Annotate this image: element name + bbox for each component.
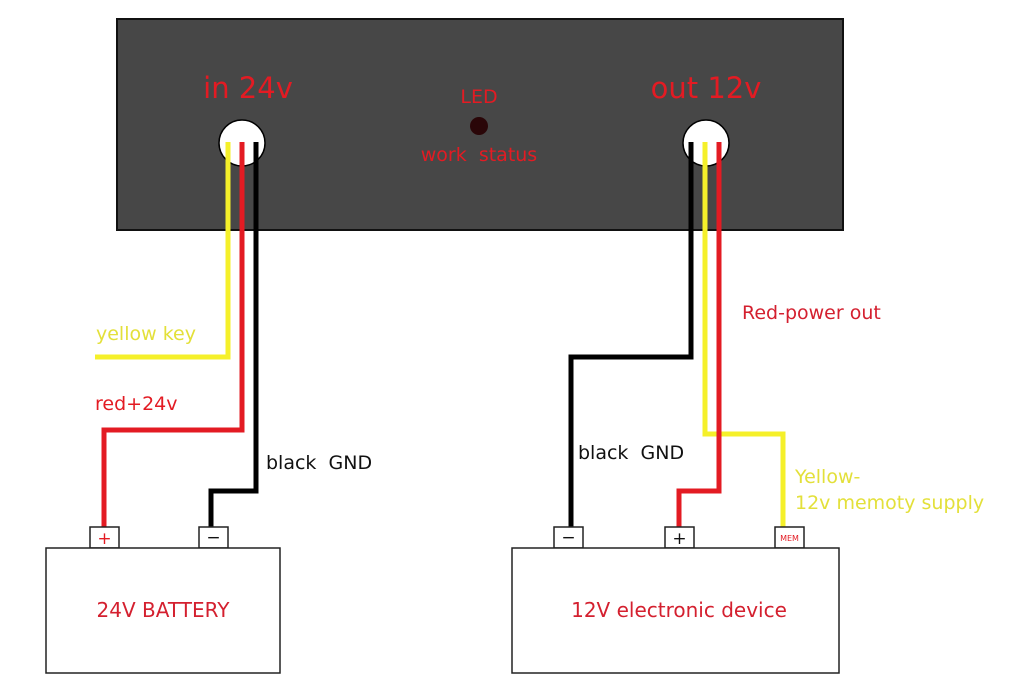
output-wire-yellow — [702, 142, 786, 528]
led-indicator — [470, 117, 488, 135]
red-24v-label: red+24v — [95, 393, 178, 415]
device-minus-symbol: − — [561, 528, 575, 548]
battery-label: 24V BATTERY — [97, 598, 231, 622]
red-power-out-label: Red-power out — [742, 302, 881, 324]
input-label: in 24v — [203, 71, 293, 105]
device-mem-symbol: MEM — [780, 534, 799, 543]
battery-box — [45, 547, 281, 674]
yellow-memory-label-line2: 12v memoty supply — [795, 492, 984, 514]
battery-plus-symbol: + — [97, 529, 111, 549]
output-wire-red — [676, 142, 722, 528]
output-black-gnd-label: black GND — [578, 442, 684, 464]
device-box — [511, 547, 840, 674]
battery-minus-symbol: − — [206, 528, 220, 548]
input-wire-black — [208, 142, 259, 528]
input-wire-red — [101, 142, 245, 528]
device-plus-symbol: + — [672, 529, 686, 549]
input-wire-yellow — [95, 142, 231, 360]
led-status-label: work status — [421, 144, 537, 166]
yellow-memory-label-line1: Yellow- — [794, 466, 860, 488]
input-black-gnd-label: black GND — [266, 452, 372, 474]
led-label: LED — [460, 86, 497, 108]
output-wire-black — [568, 142, 694, 528]
output-label: out 12v — [651, 71, 762, 105]
device-label: 12V electronic device — [571, 598, 787, 622]
yellow-key-label: yellow key — [96, 323, 196, 345]
